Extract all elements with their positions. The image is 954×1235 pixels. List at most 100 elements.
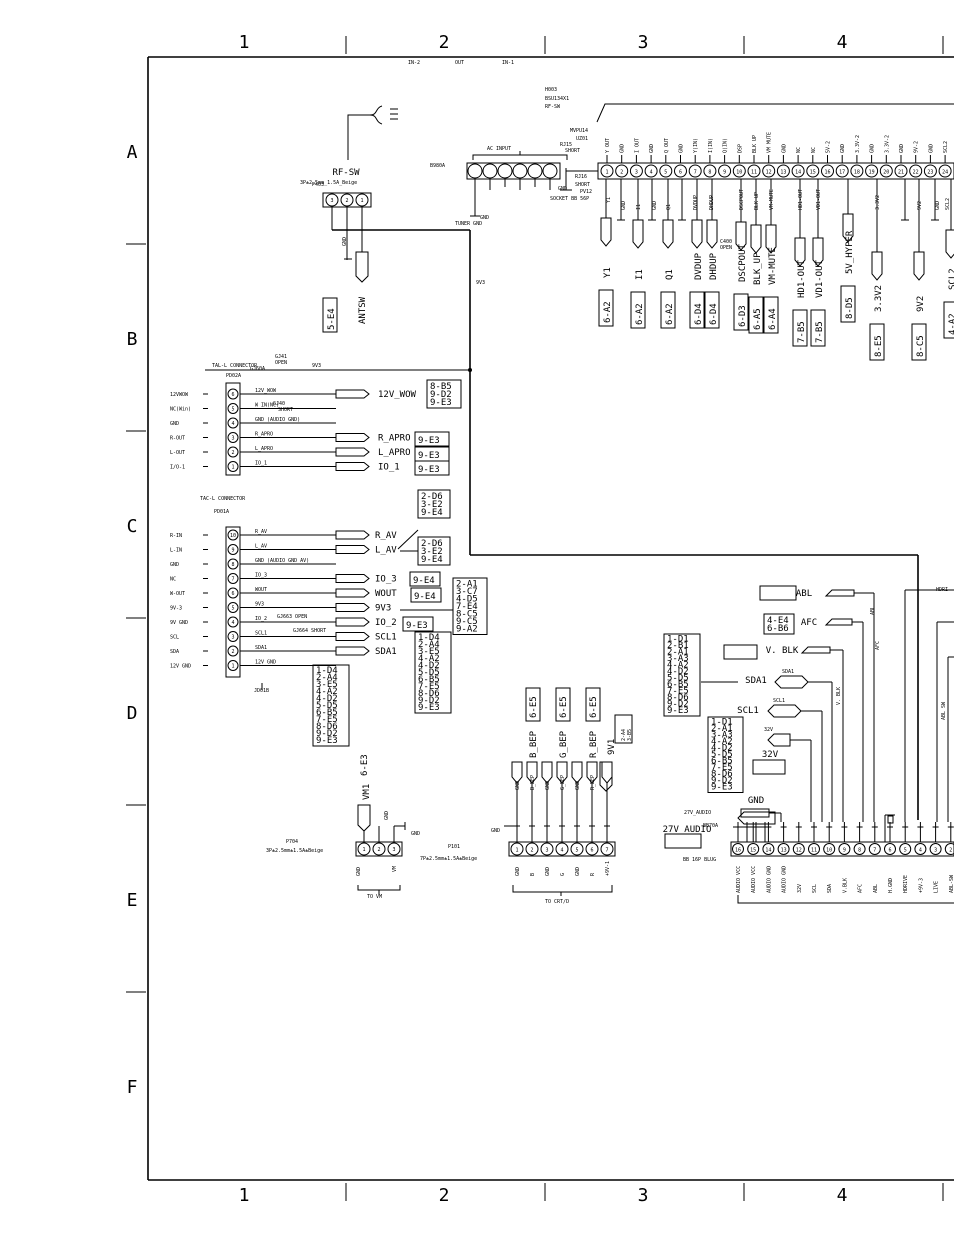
top-net-flag	[871, 251, 883, 281]
gj664-label: GJ664 SHORT	[293, 628, 326, 634]
tac_connector-ref: 1-D4	[418, 633, 440, 643]
grid-col-top-4: 4	[837, 32, 848, 53]
right-ref: 4-D2	[711, 744, 733, 754]
tac_connector-pin-left: W-OUT	[170, 591, 185, 597]
gj60a-label: GJ60A	[250, 366, 265, 372]
p101-small-label: G_BEP	[560, 775, 566, 790]
top-net-flag	[706, 219, 718, 249]
p101-net-label: G_BEP	[559, 730, 569, 758]
tac_connector-ref: 4-A2	[316, 687, 338, 697]
right-refbox	[723, 644, 758, 660]
p101-9v1-flag	[599, 761, 613, 792]
top-net-flag	[600, 217, 612, 247]
hdri-label: HDRI	[936, 587, 948, 593]
27v-audio-net-label: 27V_AUDIO	[663, 825, 712, 835]
p101-bottom-label: R	[590, 872, 596, 876]
top-net-flag	[765, 224, 777, 254]
tac_connector-pin-number: 3	[231, 635, 234, 641]
tac_connector-refbox	[409, 571, 441, 587]
tac_connector-net-label: IO_3	[375, 575, 397, 585]
p704-part: 3P±2.5mm±1.5A±Beige	[266, 848, 323, 854]
tac_connector-net-label: 9V3	[375, 604, 391, 614]
top-pin-circle	[644, 164, 658, 178]
top-pin-circle	[600, 164, 614, 178]
h003-label: H003	[545, 87, 557, 93]
gj41-open: OPEN	[275, 360, 287, 366]
rj15-label: RJ15	[560, 142, 572, 148]
top-pin-number: 23	[927, 170, 933, 176]
top-net-label: 9V2	[916, 296, 926, 312]
top-small-label: GND	[935, 201, 941, 210]
abl-sw-label: ABL SW	[941, 701, 947, 720]
top-pin-circle	[865, 164, 879, 178]
tac_connector-pin-circle	[227, 602, 239, 613]
bb70a-pin-name: ABL-SW	[949, 874, 954, 893]
tac_connector-ref: 7-E4	[456, 602, 478, 612]
tac_connector-pin-mid: R_AV	[255, 529, 267, 535]
p704-gnd: GND	[411, 831, 420, 837]
gj40-short: SHORT	[278, 407, 293, 413]
ac-input-gnd: GND	[480, 215, 489, 221]
tac_connector-pin-circle	[227, 544, 239, 555]
gj40-label: GJ40	[273, 401, 285, 407]
top-pin-number: 19	[869, 170, 875, 176]
top-net-ref: 6-A2	[603, 301, 613, 323]
top-net-ref: 6-D4	[694, 303, 704, 325]
tac_connector-pin-circle	[227, 616, 239, 628]
tal-connector-block	[203, 382, 370, 476]
tal_connector-pin-number: 6	[231, 392, 234, 398]
tuner-gnd-label: TUNER GND	[455, 221, 482, 227]
p101-gnd: GND	[491, 828, 500, 834]
bb70a-block	[730, 589, 954, 904]
tac_connector-pin-mid: WOUT	[255, 587, 267, 593]
right-ref: 1-D1	[711, 718, 733, 728]
tal_connector-ref: 9-E3	[418, 436, 440, 446]
tac_connector-ref: 3-C7	[456, 587, 478, 597]
top-pin-name: Q OUT	[664, 138, 670, 153]
tac_connector-pin-left: NC	[170, 577, 176, 583]
tac_connector-pin-mid: 12V GND	[255, 660, 276, 666]
top-pin-circle	[659, 164, 673, 178]
top-pin-circle	[762, 164, 776, 178]
bb70a-pin-circle	[792, 843, 805, 855]
tac-bottom-ref: JD01B	[254, 688, 269, 694]
rf-sw-pin-1: 1	[360, 198, 363, 204]
right-refbox	[663, 633, 701, 717]
right-refbox	[759, 585, 797, 601]
bb70a-pin-circle	[899, 843, 912, 855]
tac_connector-pin-circle	[227, 645, 239, 657]
top-small-label: BLK UP	[754, 192, 760, 210]
tac_connector-pin-mid: IO_2	[255, 616, 267, 622]
top-pin-number: 12	[766, 170, 772, 176]
tal_connector-net-flag	[335, 389, 370, 399]
top-pin-name: NC	[796, 147, 802, 153]
tac_connector-net-label: SDA1	[375, 647, 397, 657]
tal_connector-pin-left: L-OUT	[170, 450, 185, 456]
32v-small: 32V	[764, 727, 773, 733]
top-pin-number: 4	[650, 170, 653, 176]
top-net-label: DHDUP	[709, 252, 719, 280]
p101-net-ref: 6-E5	[529, 696, 539, 718]
top-net-ref-box	[748, 296, 764, 334]
bb70a-pin-circle	[884, 843, 896, 855]
p704-pin-2: 2	[377, 847, 380, 853]
bb70a-pin-number: 6	[888, 848, 891, 854]
top-pin-number: 5	[664, 170, 667, 176]
top-pin-name: GND	[899, 144, 905, 153]
bb70a-pin-name: SDA	[827, 884, 833, 893]
p101-bottom-label: GND	[545, 867, 551, 876]
gnd-net-label: GND	[748, 796, 764, 806]
top-net-flag	[812, 237, 824, 267]
top-small-label: Y1	[606, 197, 612, 203]
tac-title: TAC-L CONNECTOR	[200, 496, 246, 502]
p101-ref: P101	[448, 844, 460, 850]
tac_connector-pin-number: 7	[231, 577, 234, 583]
top-net-ref-box	[598, 289, 614, 327]
top-net-ref-box	[704, 291, 720, 329]
p101-net-label: 9V1	[607, 739, 617, 755]
p101-net-ref-box	[525, 687, 541, 722]
tac_connector-refbox	[414, 631, 452, 714]
tac_connector-net-flag	[335, 632, 370, 641]
top-pin-number: 18	[854, 170, 860, 176]
p101-pin-flag	[571, 761, 583, 784]
